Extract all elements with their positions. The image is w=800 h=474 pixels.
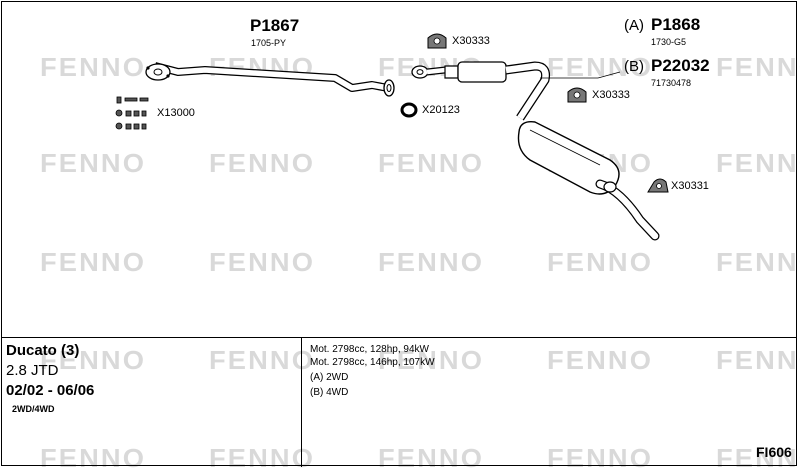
watermark-text: FENNO xyxy=(547,345,654,375)
fitting-kit-x13000[interactable] xyxy=(115,96,149,130)
engine-detail-1: Mot. 2798cc, 128hp, 94kW xyxy=(310,344,429,355)
seal-ring-x20123[interactable] xyxy=(400,102,418,118)
part-ref-1705-py: 1705-PY xyxy=(251,38,287,48)
part-ref-1730-g5: 1730-G5 xyxy=(651,37,687,47)
drive-option-a: (A) 2WD xyxy=(310,372,349,383)
watermark-text: FENNO xyxy=(209,148,316,178)
vehicle-model: Ducato (3) xyxy=(6,342,80,359)
rubber-mount-x30333-mid[interactable] xyxy=(567,87,587,103)
divider-vertical xyxy=(301,337,302,467)
part-label-x30331[interactable]: X30331 xyxy=(671,180,709,192)
vehicle-engine: 2.8 JTD xyxy=(6,362,59,379)
watermark-text: FENNO xyxy=(40,345,147,375)
rear-silencer[interactable] xyxy=(517,121,660,241)
drive-option-b: (B) 4WD xyxy=(310,387,349,398)
watermark-text: FENNO xyxy=(378,148,485,178)
watermark-text: FENNO xyxy=(209,443,316,473)
front-pipe-p1867[interactable] xyxy=(145,62,395,97)
watermark-text: FENNO xyxy=(547,52,654,82)
watermark-text: FENNO xyxy=(716,247,800,277)
diagram-code: FI606 xyxy=(756,444,792,460)
middle-pipe-p1868[interactable] xyxy=(411,61,550,121)
part-number-p22032[interactable]: P22032 xyxy=(651,56,710,75)
part-label-x13000[interactable]: X13000 xyxy=(157,107,195,119)
part-label-x20123[interactable]: X20123 xyxy=(422,104,460,116)
part-prefix-a: (A) xyxy=(624,17,644,34)
part-label-x30333-mid[interactable]: X30333 xyxy=(592,89,630,101)
watermark-text: FENNO xyxy=(40,52,147,82)
leader-lines xyxy=(540,71,621,79)
part-number-p1868[interactable]: P1868 xyxy=(651,15,701,34)
part-ref-71730478: 71730478 xyxy=(651,78,692,88)
diagram-frame xyxy=(1,1,797,466)
rubber-mount-x30333-top[interactable] xyxy=(427,33,447,49)
watermark-text: FENNO xyxy=(716,148,800,178)
watermark-text: FENNO xyxy=(547,443,654,473)
divider-horizontal xyxy=(1,337,797,338)
part-number-p1867[interactable]: P1867 xyxy=(250,16,300,35)
watermark-text: FENNO xyxy=(40,148,147,178)
watermark-text: FENNO xyxy=(378,443,485,473)
watermark-text: FENNO xyxy=(209,345,316,375)
watermark-text: FENNO xyxy=(547,247,654,277)
part-prefix-b: (B) xyxy=(624,58,644,75)
part-label-x30333-top[interactable]: X30333 xyxy=(452,35,490,47)
vehicle-years: 02/02 - 06/06 xyxy=(6,382,95,399)
watermark-text: FENNO xyxy=(716,52,800,82)
watermark-text: FENNO xyxy=(378,345,485,375)
watermark-text: FENNO xyxy=(40,443,147,473)
watermark-text: FENNO xyxy=(716,443,800,473)
watermark-text: FENNO xyxy=(716,345,800,375)
engine-detail-2: Mot. 2798cc, 146hp, 107kW xyxy=(310,357,435,368)
watermark-text: FENNO xyxy=(378,247,485,277)
watermark-text: FENNO xyxy=(40,247,147,277)
rubber-mount-x30331[interactable] xyxy=(647,178,669,193)
vehicle-drive: 2WD/4WD xyxy=(12,404,55,414)
watermark-text: FENNO xyxy=(209,247,316,277)
